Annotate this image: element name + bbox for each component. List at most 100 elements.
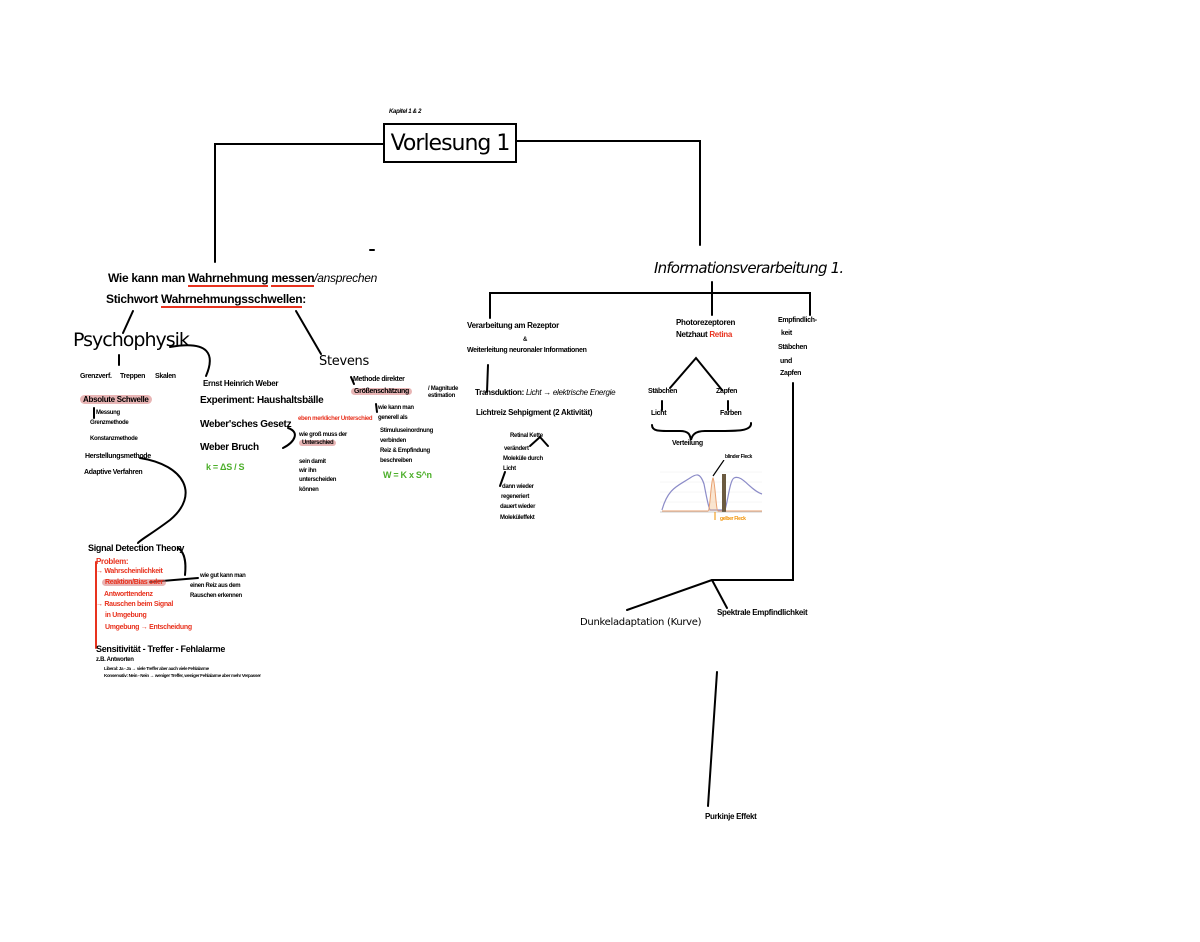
keyword-node: Stichwort Wahrnehmungsschwellen: <box>106 292 306 308</box>
sdt-red-5: in Umgebung <box>105 612 147 619</box>
netzhaut-label: Netzhaut <box>676 330 708 339</box>
line-title-left <box>214 143 384 263</box>
sdt-side-2: einen Reiz aus dem <box>190 583 241 589</box>
weber-note-1: wie groß muss der <box>299 432 347 438</box>
method-treppen: Treppen <box>120 373 146 380</box>
psychophysik-node[interactable]: Psychophysik <box>73 329 190 351</box>
sdt-side-1: wie gut kann man <box>200 573 246 579</box>
receptor-note-3: Licht <box>503 466 516 472</box>
absolute-threshold: Absolute Schwelle <box>80 395 152 404</box>
absolute-threshold-text: Absolute Schwelle <box>80 395 152 404</box>
sdt-red-4: → Rauschen beim Signal <box>96 601 174 608</box>
weber-note-6: können <box>299 487 319 493</box>
receptor-connector: & <box>523 337 528 343</box>
sdt-red-3: Antworttendenz <box>104 591 153 598</box>
chart-annotation-line <box>712 460 725 477</box>
info-processing-node[interactable]: Informationsverarbeitung 1. <box>654 259 844 277</box>
line-receptor-down <box>486 364 489 393</box>
receptor-line1: Verarbeitung am Rezeptor <box>467 321 559 330</box>
sdt-side-3: Rauschen erkennen <box>190 593 242 599</box>
weber-note-4: wir ihn <box>299 468 317 474</box>
line-title-right <box>516 140 701 246</box>
receptor-distribution-chart <box>650 460 765 522</box>
cones-curve <box>662 477 762 512</box>
line-to-spectral <box>711 579 728 609</box>
cones-sub: Farben <box>720 410 742 417</box>
line-to-stevens <box>295 310 322 355</box>
weber-item-4: Weber Bruch <box>200 442 259 453</box>
retinal-chain: Retinal Kette <box>510 433 543 439</box>
weber-item-2: Experiment: Haushaltsbälle <box>200 395 324 406</box>
item-konstanzmethode: Konstanzmethode <box>90 436 138 442</box>
question-part-wahrnehmung: Wahrnehmung <box>188 271 269 287</box>
sdt-red-2-text: Reaktion/Bias oder <box>102 579 167 586</box>
sensitivity-1: Empfindlich- <box>778 317 817 324</box>
stevens-note-1: wie kann man <box>378 405 414 411</box>
weber-formula: k = ΔS / S <box>206 462 245 472</box>
sdt-sub-label: z.B. Antworten <box>96 657 134 663</box>
line-retinal-caret <box>529 435 549 447</box>
question-part-messen: messen <box>271 271 315 287</box>
weber-note-2-text: Unterschied <box>299 440 337 446</box>
stevens-side-note: / Magnitude estimation <box>428 386 459 399</box>
line-stevens-notes <box>375 403 378 413</box>
brace-verteilung <box>651 422 752 441</box>
stevens-note-6: beschreiben <box>380 458 413 464</box>
line-stevens-down <box>350 376 355 385</box>
stevens-note-2: generell als <box>378 415 408 421</box>
spectral-node[interactable]: Spektrale Empfindlichkeit <box>717 608 808 617</box>
sensitivity-2: keit <box>781 330 792 337</box>
item-grenzmethode: Grenzmethode <box>90 420 129 426</box>
weber-note-3: sein damit <box>299 459 326 465</box>
item-herstellungsmethode: Herstellungsmethode <box>85 453 151 460</box>
line-to-purkinje <box>707 671 718 807</box>
receptor-line3: Lichtreiz Sehpigment (2 Aktivität) <box>476 408 593 417</box>
sensitivity-3: Stäbchen <box>778 344 808 351</box>
keyword-label: Stichwort <box>106 292 158 306</box>
purkinje-node[interactable]: Purkinje Effekt <box>705 812 757 821</box>
line-to-psychophysik <box>122 310 134 334</box>
rods-sub: Licht <box>651 410 667 417</box>
title-text: Vorlesung 1 <box>390 130 511 156</box>
sdt-node[interactable]: Signal Detection Theory <box>88 543 185 553</box>
question-node: Wie kann man Wahrnehmung messen/ansprech… <box>108 271 377 287</box>
brace-label: Verteilung <box>672 440 703 447</box>
stevens-note-4: verbinden <box>380 438 406 444</box>
method-skalen: Skalen <box>155 373 176 380</box>
receptor-line2: Weiterleitung neuronaler Informationen <box>467 347 587 354</box>
title-note: Kapitel 1 & 2 <box>389 109 422 115</box>
keyword-value: Wahrnehmungsschwellen <box>161 292 303 308</box>
line-to-sdt <box>137 457 187 544</box>
dark-adaptation-node[interactable]: Dunkeladaptation (Kurve) <box>580 617 702 628</box>
stevens-node[interactable]: Stevens <box>319 354 369 369</box>
weber-item-3: Weber'sches Gesetz <box>200 419 292 430</box>
line-psycho-weber <box>169 344 211 377</box>
line-notes-tick <box>499 471 506 487</box>
receptor-note-4: dann wieder <box>502 484 534 490</box>
stevens-line1: Methode direkter <box>353 376 405 383</box>
yellow-spot-label: gelber Fleck <box>720 516 746 522</box>
rods-curve <box>661 474 763 511</box>
chart-bg <box>650 460 765 522</box>
sdt-problem-label: Problem: <box>96 557 129 566</box>
title-node[interactable]: Vorlesung 1 <box>383 123 517 163</box>
sensitivity-4: und <box>780 358 792 365</box>
receptor-note-1: verändert <box>504 446 529 452</box>
weber-note-red: eben merklicher Unterschied <box>298 416 373 422</box>
stevens-highlight-text: Größenschätzung <box>351 388 413 395</box>
cones-label: Zapfen <box>716 388 738 395</box>
weber-note-5: unterscheiden <box>299 477 337 483</box>
photoreceptors-line2: Netzhaut Retina <box>676 330 732 339</box>
blind-spot-bar <box>722 474 726 512</box>
line-sdt-side <box>177 547 187 576</box>
rods-label: Stäbchen <box>648 388 678 395</box>
stevens-formula: W = K x S^n <box>383 470 432 480</box>
sdt-footer: Sensitivität - Treffer - Fehlalarme <box>96 644 226 654</box>
stevens-note-5: Reiz & Empfindung <box>380 448 430 454</box>
item-adaptive: Adaptive Verfahren <box>84 469 143 476</box>
sdt-sub-1: Liberal: Ja - Ja → viele Treffer aber au… <box>104 666 209 671</box>
stevens-note-3: Stimuluseinordnung <box>380 428 433 434</box>
photoreceptors-line1: Photorezeptoren <box>676 318 736 327</box>
transduction: Transduktion: Licht → elektrische Energi… <box>475 388 616 397</box>
receptor-note-6: dauert wieder <box>500 504 536 510</box>
